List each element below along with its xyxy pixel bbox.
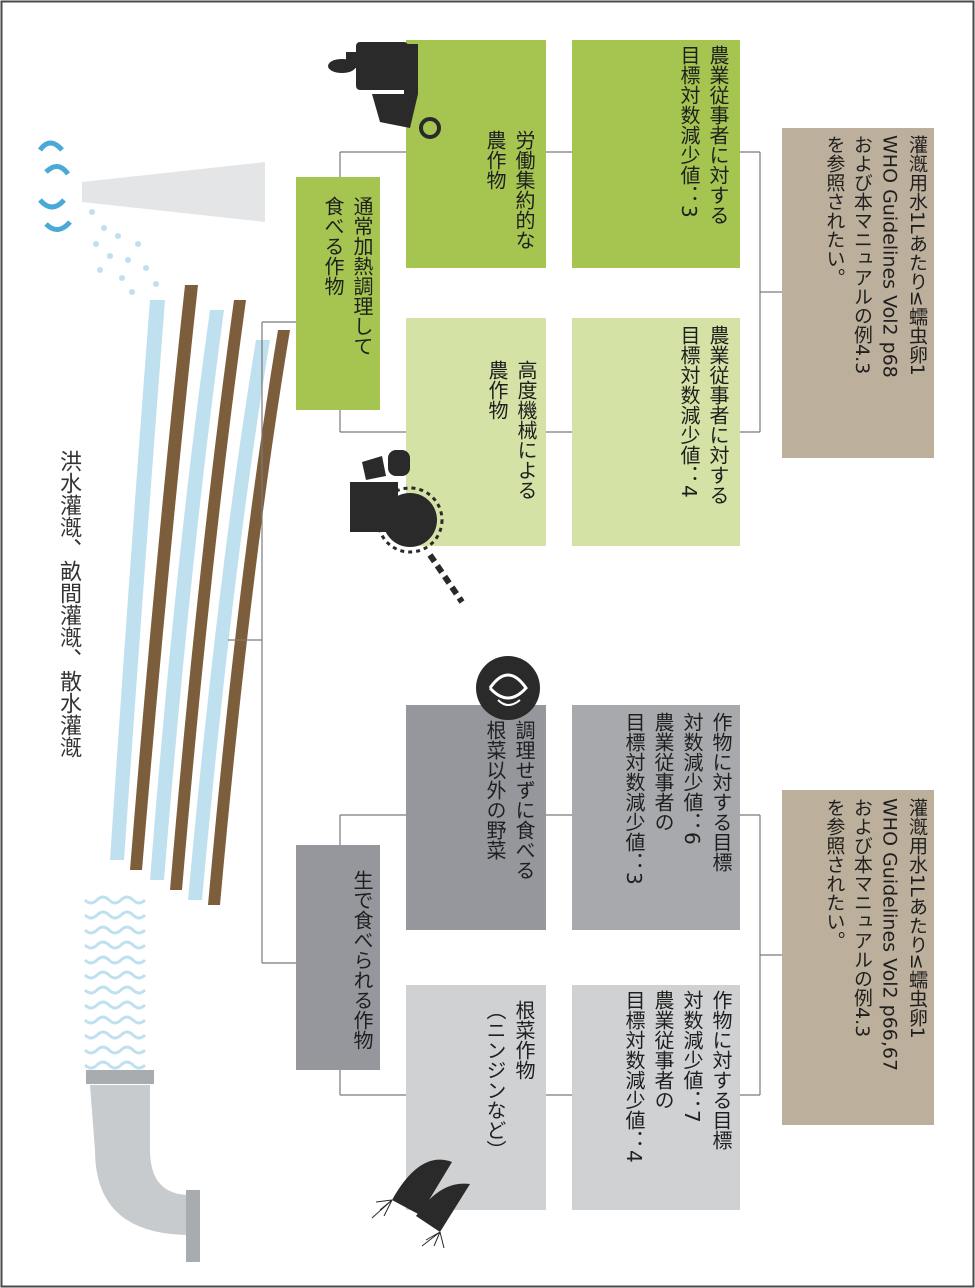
labor-intensive-target-box <box>572 40 740 268</box>
mechanized-target-box <box>572 318 740 546</box>
labor-intensive-crop-box <box>406 40 546 268</box>
root-target-box <box>572 985 740 1210</box>
farmer-wheelbarrow-icon <box>328 42 441 139</box>
cooked-note-box <box>782 128 934 458</box>
tree-connectors <box>228 151 782 1096</box>
mechanized-crop-label: 高度機械による農作物 <box>485 360 538 500</box>
cooked-category-box <box>296 177 380 410</box>
tractor-icon <box>350 450 465 604</box>
raw-category-label: 生で食べられる作物 <box>350 870 374 1050</box>
page-title: 洪水灌漑、畝間灌漑、散水灌漑 <box>56 450 81 758</box>
cabbage-icon <box>476 656 540 720</box>
non-root-vegetable-label: 調理せずに食べる根菜以外の野菜 <box>483 720 536 880</box>
non-root-target-box <box>572 705 740 930</box>
non-root-vegetable-box <box>406 705 546 930</box>
pipe-illustration <box>86 1070 200 1262</box>
labor-intensive-target-text: 農業従事者に対する目標対数減少値：3 <box>677 45 730 225</box>
raw-note-box <box>782 790 934 1125</box>
cooked-category-label: 通常加熱調理して食べる作物 <box>321 196 374 356</box>
mechanized-target-text: 農業従事者に対する目標対数減少値：4 <box>677 325 730 505</box>
sprinkler-icon <box>37 140 265 295</box>
raw-category-box <box>296 845 380 1070</box>
carrot-icon <box>371 1159 470 1249</box>
labor-intensive-crop-label: 労働集約的な農作物 <box>483 130 536 250</box>
furrow-field-illustration <box>110 285 290 905</box>
root-crop-label: 根菜作物（ニンジンなど） <box>483 1000 536 1160</box>
water-wave-icon <box>83 895 147 1070</box>
